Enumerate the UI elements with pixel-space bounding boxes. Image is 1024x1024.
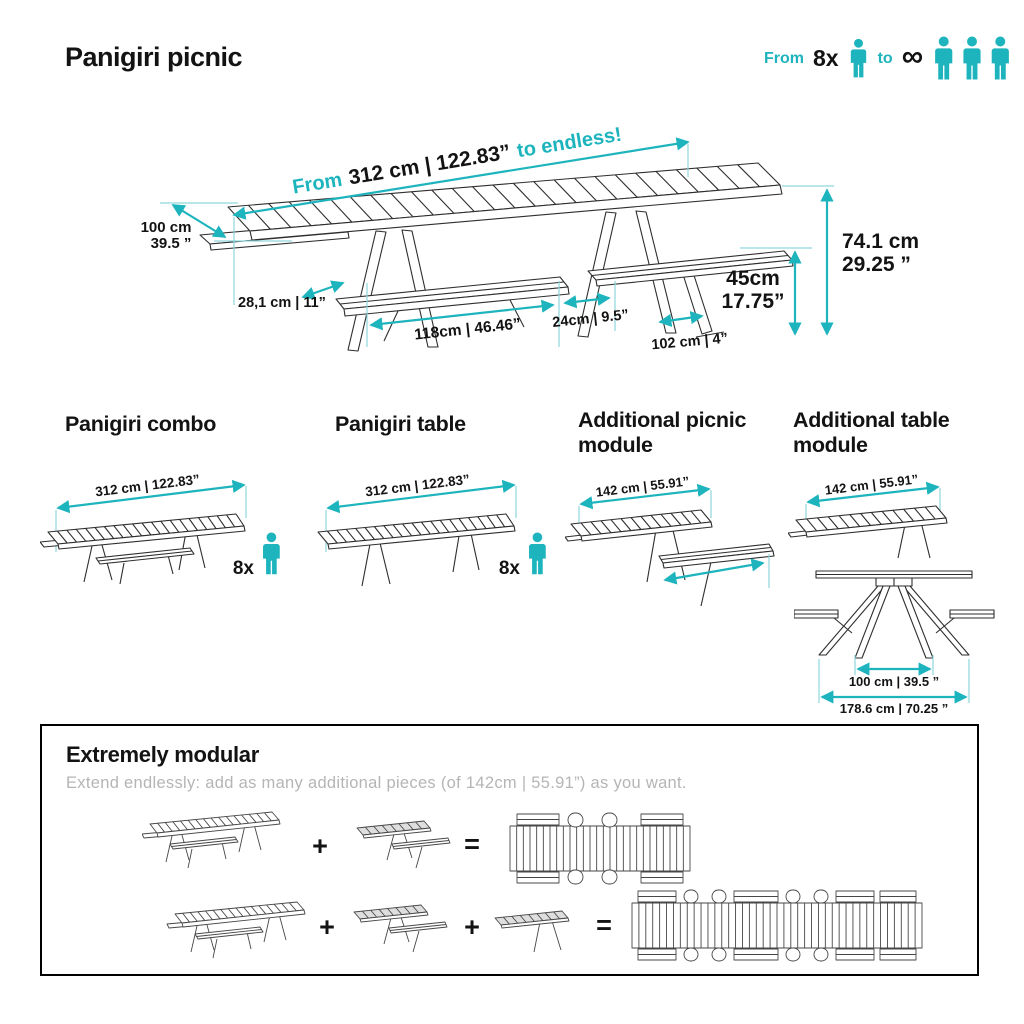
variant-picnic-module-drawing: 142 cm | 55.91” <box>564 473 775 607</box>
variant-table-module-drawing: 142 cm | 55.91” <box>787 471 948 559</box>
combined-top-view <box>509 812 691 885</box>
table-length-label: 312 cm | 122.83” <box>364 472 470 500</box>
length-arrow <box>232 137 690 220</box>
combo-length-label: 312 cm | 122.83” <box>94 472 200 500</box>
bench-depth-arrow <box>301 280 345 300</box>
variant-picnic-module: Additional picnic module 142 cm | 55.91” <box>564 395 783 625</box>
variant-picnic-module-title: Additional picnic module <box>578 408 747 457</box>
bench-gap-label: 24cm | 9.5” <box>552 307 630 331</box>
bench-height-cm-label: 45cm <box>726 267 780 290</box>
front-inner-width-label: 100 cm | 39.5 ” <box>849 674 939 689</box>
variant-combo-drawing: 312 cm | 122.83” 8x <box>39 472 280 585</box>
picnic-module-thumbnail <box>356 820 451 869</box>
person-icon <box>850 38 866 78</box>
picnic-module-bench-arrow <box>663 558 765 585</box>
bench-length-arrow <box>369 299 555 331</box>
combined-top-view-long <box>631 889 923 962</box>
capacity-from-label: From <box>764 49 804 67</box>
equals-operator: = <box>596 910 612 940</box>
people-group-icon <box>935 36 1009 80</box>
modular-section: Extremely modular Extend endlessly: add … <box>40 724 979 976</box>
plus-operator: + <box>319 912 335 942</box>
variant-table-title: Panigiri table <box>335 412 466 436</box>
modular-equation-row-2: + + = <box>166 889 923 962</box>
depth-in-label: 39.5 ” <box>151 235 192 252</box>
variant-table-module: Additional table module 142 cm | 55.91” <box>787 395 1013 720</box>
bench-height-in-label: 17.75” <box>721 290 784 313</box>
bench-gap-arrow <box>563 292 611 309</box>
variant-combo: Panigiri combo 312 cm | 122.83” 8x <box>39 400 300 611</box>
variant-table-module-title: Additional table module <box>793 408 950 457</box>
modular-subtitle: Extend endlessly: add as many additional… <box>66 774 687 792</box>
picnic-table-front-view: 100 cm | 39.5 ” 178.6 cm | 70.25 ” <box>793 570 995 716</box>
depth-arrow <box>171 204 227 238</box>
combo-thumbnail <box>142 811 281 869</box>
variant-table-drawing: 312 cm | 122.83” 8x <box>317 472 546 587</box>
table-capacity-label: 8x <box>499 558 521 579</box>
foot-width-arrow <box>658 311 704 327</box>
modular-title: Extremely modular <box>66 742 259 767</box>
plus-operator: + <box>464 912 480 942</box>
table-height-cm-label: 74.1 cm <box>842 230 919 253</box>
front-outer-width-label: 178.6 cm | 70.25 ” <box>840 701 948 715</box>
table-height-in-label: 29.25 ” <box>842 253 911 276</box>
capacity-indicator: From 8x to ∞ <box>764 36 1012 81</box>
capacity-count: 8x <box>813 45 839 71</box>
infinity-icon: ∞ <box>901 39 924 73</box>
plus-operator: + <box>312 831 328 861</box>
person-icon <box>263 532 280 575</box>
table-module-thumbnail <box>494 910 570 953</box>
page-title: Panigiri picnic <box>65 42 243 72</box>
combo-capacity-label: 8x <box>233 558 255 579</box>
variant-combo-title: Panigiri combo <box>65 412 217 436</box>
variant-table: Panigiri table 312 cm | 122.83” 8x <box>310 400 570 611</box>
equals-operator: = <box>464 829 480 859</box>
bench-depth-label: 28,1 cm | 11” <box>238 295 326 311</box>
foot-width-label: 102 cm | 4” <box>651 331 729 354</box>
modular-equation-row-1: + = <box>142 811 691 885</box>
depth-cm-label: 100 cm <box>141 219 192 236</box>
capacity-to-label: to <box>877 49 893 67</box>
person-icon <box>529 532 546 575</box>
